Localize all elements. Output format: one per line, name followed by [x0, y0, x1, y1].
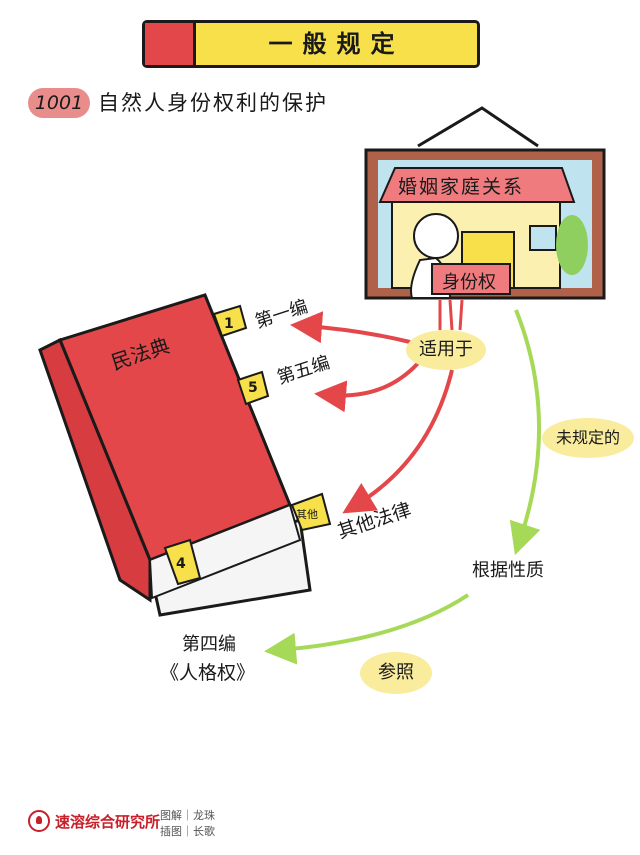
label-personality-rights: 《人格权》 — [160, 662, 256, 684]
org-name: 速溶综合研究所 — [55, 812, 161, 831]
house-picture-frame — [364, 106, 606, 300]
article-number-badge: 1001 — [28, 88, 90, 118]
bubble-applies-to: 适用于 — [406, 330, 486, 370]
title-red-block — [145, 23, 196, 65]
title-banner: 一般规定 — [142, 20, 480, 68]
label-part4: 第四编 — [182, 634, 236, 655]
logo-icon — [28, 810, 50, 832]
page-title: 一般规定 — [268, 30, 405, 58]
tab-1: 1 — [224, 316, 234, 332]
footer-logo: 速溶综合研究所 — [28, 810, 160, 832]
credit-diagram: 图解｜龙珠 — [160, 809, 215, 822]
tab-other: 其他 — [296, 508, 318, 521]
identity-right-sign: 身份权 — [442, 272, 496, 293]
credit-illustration: 插图｜长歌 — [160, 825, 215, 838]
article-title: 自然人身份权利的保护 — [98, 91, 328, 115]
tab-4: 4 — [176, 556, 186, 572]
civil-code-book — [38, 293, 332, 617]
bubble-not-specified: 未规定的 — [542, 418, 634, 458]
house-roof-label: 婚姻家庭关系 — [398, 176, 525, 198]
credits: 图解｜龙珠 插图｜长歌 — [160, 808, 215, 840]
label-by-nature: 根据性质 — [472, 560, 544, 581]
tab-5: 5 — [248, 380, 258, 396]
bubble-refer: 参照 — [360, 652, 432, 694]
